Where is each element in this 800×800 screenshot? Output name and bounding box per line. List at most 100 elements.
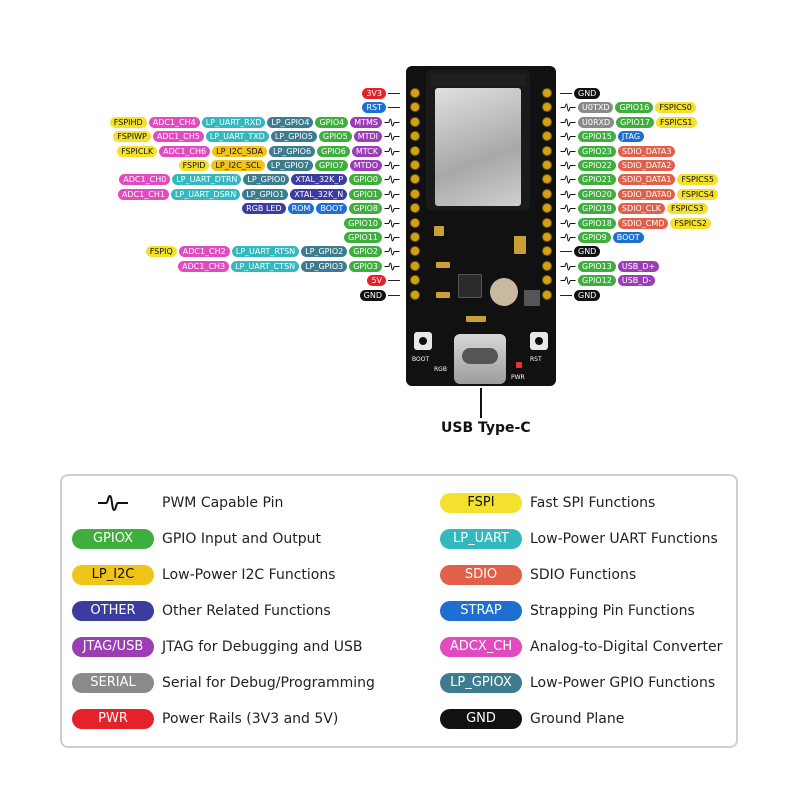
led-component [434,226,444,236]
pin-label-lp-uart: LP_UART_RTSN [231,246,300,258]
pin-label-lp-uart: LP_UART_RXD [201,116,266,128]
pwm-wave-icon [384,175,400,184]
antenna-area [431,74,525,86]
pin-label-gpio: GPIO0 [349,174,382,186]
resistor [436,292,450,298]
pin-label-gpio: GPIO10 [344,217,382,229]
reset-button[interactable] [530,332,548,350]
header-pad [410,246,420,257]
header-pad [410,160,420,170]
legend-pill: FSPI [440,493,522,513]
pin-label-sdio: SDIO_DATA1 [617,174,676,186]
pin-label-pwr: 5V [367,275,386,287]
pin-label-gpio: GPIO3 [349,260,382,272]
pin-label-lp-gpio: LP_GPIO3 [301,260,348,272]
header-pad [542,174,552,185]
legend-description: Other Related Functions [162,603,331,619]
pin-label-lp-uart: LP_UART_DTRN [172,174,242,186]
pin-label-strap: JTAG [617,131,645,143]
header-pad [542,188,552,199]
boot-label: BOOT [412,356,430,363]
pin-label-jtag: MTDI [353,131,382,143]
pin-label-lp-uart: LP_UART_CTSN [231,260,300,272]
pin-label-jtag: USB_D- [617,275,656,287]
legend-description: GPIO Input and Output [162,531,322,547]
legend-description: SDIO Functions [530,567,637,583]
rgb-label: RGB [434,366,447,373]
pin-label-fspi: FSPIHD [109,116,147,128]
pwm-wave-icon [560,204,576,213]
header-pad [410,217,420,228]
pin-lead [388,93,400,94]
left-pin-row: GPIO10 [344,217,400,229]
pin-label-gpio: GPIO5 [318,131,352,143]
legend-pwm-symbol [72,493,154,513]
header-pad [410,88,420,98]
right-pin-row: GND [560,88,601,99]
pin-label-fspi: FSPICS2 [670,217,711,229]
pin-label-fspi: FSPICS3 [667,203,708,215]
pwm-wave-icon [98,494,128,512]
header-pad [542,217,552,228]
pin-label-jtag: MTDO [349,160,382,171]
pin-label-sdio: SDIO_DATA3 [617,145,676,157]
pwm-wave-icon [560,233,576,242]
pin-label-jtag: MTCK [351,145,382,157]
wifi-module [426,70,530,210]
legend-pill: GPIOX [72,529,154,549]
resistor [466,316,486,322]
legend-description: Low-Power I2C Functions [162,567,336,583]
pin-label-fspi: FSPICLK [117,145,158,157]
pin-label-lp-i2c: LP_I2C_SCL [211,160,265,171]
legend-description: Strapping Pin Functions [530,603,695,619]
pwm-wave-icon [384,204,400,213]
pwm-wave-icon [560,175,576,184]
boot-button[interactable] [414,332,432,350]
header-pad [410,131,420,142]
pin-label-gpio: GPIO21 [578,174,616,186]
header-pad [410,145,420,156]
pin-lead [388,294,400,296]
pin-label-gpio: GPIO12 [578,275,616,287]
pin-label-lp-uart: LP_UART_TXD [205,131,269,143]
header-pad [542,131,552,142]
pwm-wave-icon [560,262,576,271]
pin-label-sdio: SDIO_DATA0 [617,188,676,200]
header-pad [542,289,552,300]
pin-label-adc: ADC1_CH0 [119,174,171,186]
pin-lead [560,93,572,94]
legend-pill: SDIO [440,565,522,585]
pwm-wave-icon [560,219,576,228]
pin-label-gpio: GPIO8 [349,203,382,215]
pin-label-lp-i2c: LP_I2C_SDA [212,145,267,157]
pin-label-adc: ADC1_CH3 [178,260,230,272]
pin-label-lp-gpio: LP_GPIO5 [270,131,317,143]
pin-label-gpio: GPIO22 [578,160,616,171]
pin-label-gpio: GPIO6 [317,145,350,157]
pin-label-fspi: FSPICS4 [677,188,718,200]
pwm-wave-icon [384,132,400,141]
pin-label-sdio: SDIO_CLK [617,203,666,215]
rf-shield [435,88,521,206]
pin-lead [388,107,400,109]
pin-label-adc: ADC1_CH1 [117,188,169,200]
header-pad [542,275,552,286]
header-pad [542,145,552,156]
pin-lead [560,294,572,296]
